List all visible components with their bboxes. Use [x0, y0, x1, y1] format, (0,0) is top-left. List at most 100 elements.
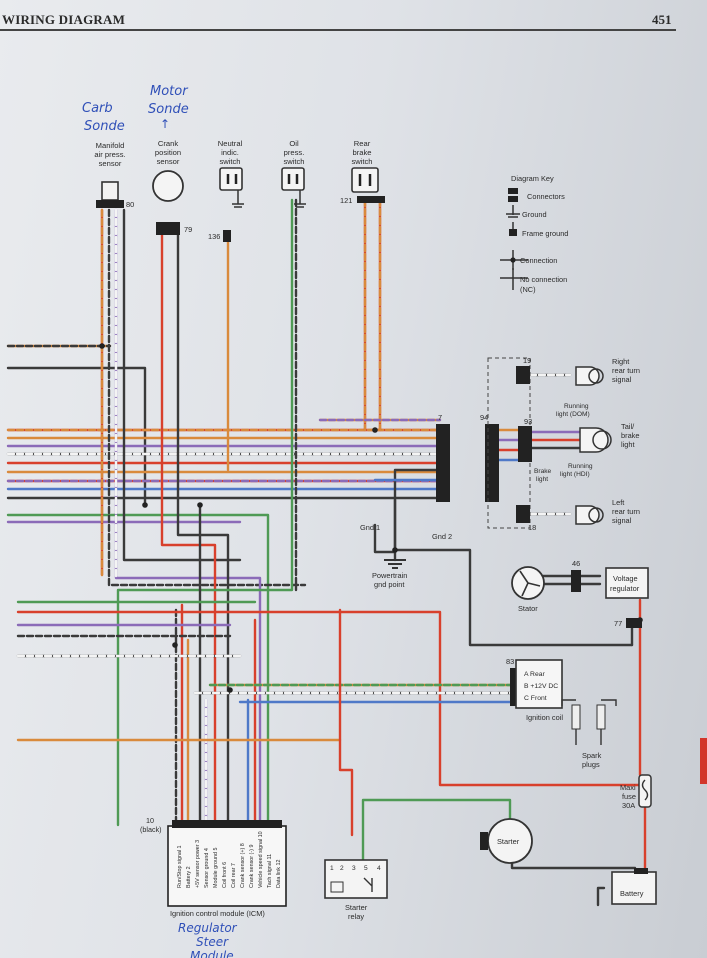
starter-relay-box: [324, 859, 388, 899]
oil-switch-label-3: switch: [283, 157, 304, 166]
connector-121-label: 121: [340, 196, 352, 205]
tail-brake-label-3: light: [621, 440, 635, 449]
icm-pin-1: Run/Stop signal 1: [177, 845, 183, 888]
connector-80: [96, 200, 124, 208]
right-turn-label-1: Right: [612, 357, 629, 366]
icm-pin-6: Coil front 6: [222, 862, 228, 888]
crank-sensor-icon: [152, 170, 184, 235]
handwritten-note-1-line2: Sonde: [84, 119, 125, 134]
neutral-switch-label-1: Neutral: [218, 139, 243, 148]
wire-bundle: [6, 198, 647, 907]
header-rule: [0, 29, 676, 31]
splice-dots: [99, 343, 643, 693]
manifold-sensor-label-3: sensor: [99, 159, 122, 168]
icm-pin-9: Crank sensor (-) 9: [249, 845, 255, 888]
icm-pin-12: Data link 12: [276, 860, 282, 888]
diagram-key: [500, 188, 528, 290]
icm-pin-11: Tach signal 11: [267, 854, 273, 888]
handwritten-note-3-line1: Regulator: [178, 921, 238, 935]
connector-77: [626, 618, 642, 628]
page-number: 451: [652, 12, 672, 27]
sensor-labels: Manifold air press. sensor Crank positio…: [94, 139, 372, 168]
connector-83-label: 83: [506, 657, 514, 666]
ignition-coil-label: Ignition coil: [526, 713, 563, 722]
icm-pin-10: Vehicle speed signal 10: [258, 831, 264, 888]
diagram-key-frame-ground: Frame ground: [522, 229, 568, 238]
coil-pin-c: C Front: [524, 695, 547, 702]
powertrain-gnd-label-2: gnd point: [374, 580, 404, 589]
voltage-regulator-label-1: Voltage: [613, 574, 638, 583]
ignition-coil-box: [515, 659, 563, 709]
connector-94: [485, 424, 499, 502]
tail-brake-label-1: Tail/: [621, 422, 635, 431]
power-labels: Gnd 1 Gnd 2 Powertrain gnd point Stator …: [345, 523, 644, 921]
rear-brake-label-2: brake: [353, 148, 372, 157]
right-turn-label-3: signal: [612, 375, 632, 384]
brake-light-label-2: light: [536, 476, 548, 483]
battery-box: [611, 871, 657, 905]
connector-94-label: 94: [480, 413, 488, 422]
relay-pin-1: 1: [330, 865, 334, 872]
page-edge-tab: [700, 738, 707, 784]
tail-brake-label-2: brake: [621, 431, 640, 440]
maxi-fuse-label-3: 30A: [622, 801, 635, 810]
voltage-regulator-box: [605, 567, 649, 599]
starter-label: Starter: [497, 837, 520, 846]
rear-brake-label-1: Rear: [354, 139, 371, 148]
handwritten-note-3-line3: Module: [190, 949, 234, 958]
diagram-key-connection: Connection: [520, 256, 557, 265]
lighting-labels: Right rear turn signal Tail/ brake light…: [534, 357, 640, 525]
left-turn-label-3: signal: [612, 516, 632, 525]
handwritten-note-2-line1: Motor: [150, 84, 189, 99]
connector-121: [357, 196, 385, 203]
handwritten-note-2-line2: Sonde: [148, 102, 189, 117]
right-turn-signal-icon: [516, 366, 604, 386]
icm-pin-4: Sensor ground 4: [204, 848, 210, 888]
diagram-key-ground: Ground: [522, 210, 547, 219]
rear-brake-switch-icon: [351, 167, 379, 193]
icm-label: Ignition control module (ICM): [170, 909, 265, 918]
running-dom-label-2: light (DOM): [556, 411, 590, 418]
neutral-switch-label-2: indic.: [221, 148, 239, 157]
spark-plugs-label-1: Spark: [582, 751, 602, 760]
oil-switch-label-1: Oil: [289, 139, 299, 148]
diagram-key-nc: (NC): [520, 285, 536, 294]
connector-number-labels: 80 79 136 121 7 94 19 93 18 46 77 83: [126, 196, 622, 666]
right-turn-label-2: rear turn: [612, 366, 640, 375]
connector-46-label: 46: [572, 559, 580, 568]
running-hdi-label-1: Running: [568, 463, 593, 470]
left-turn-signal-icon: [516, 505, 604, 525]
diagram-key-labels: Diagram Key Connectors Ground Frame grou…: [511, 174, 568, 294]
stator-icon: [511, 566, 581, 600]
diagram-key-title: Diagram Key: [511, 174, 554, 183]
maxi-fuse-icon: [638, 774, 652, 808]
relay-pin-4: 4: [377, 865, 381, 872]
connector-93-label: 93: [524, 417, 532, 426]
manifold-sensor-label-2: air press.: [94, 150, 125, 159]
icm-box: [167, 820, 287, 907]
handwritten-arrow: ↑: [160, 117, 170, 131]
spark-plug-icon: [561, 699, 617, 745]
coil-pin-b: B +12V DC: [524, 683, 558, 690]
icm-pin-8: Crank sensor (+) 8: [240, 843, 246, 888]
connector-7-label: 7: [438, 413, 442, 422]
maxi-fuse-label-1: Maxi: [620, 783, 636, 792]
relay-pin-labels: 1 2 3 5 4: [330, 865, 381, 872]
connector-7: [436, 424, 450, 502]
powertrain-ground-icon: [384, 559, 406, 569]
handwritten-notes: Carb Sonde Motor Sonde ↑ Regulator Steer…: [82, 84, 238, 958]
starter-icon: [480, 818, 533, 864]
handwritten-note-3-line2: Steer: [196, 935, 229, 949]
brake-light-label-1: Brake: [534, 468, 552, 475]
relay-pin-2: 2: [340, 865, 344, 872]
icm-pin-7: Coil rear 7: [231, 863, 237, 888]
rear-brake-label-3: switch: [351, 157, 372, 166]
connector-18-label: 18: [528, 523, 536, 532]
tail-brake-light-icon: [518, 426, 612, 462]
diagram-key-no-connection: No connection: [520, 275, 567, 284]
page-header-title: WIRING DIAGRAM: [2, 12, 126, 27]
connector-77-label: 77: [614, 619, 622, 628]
starter-relay-label-1: Starter: [345, 903, 368, 912]
